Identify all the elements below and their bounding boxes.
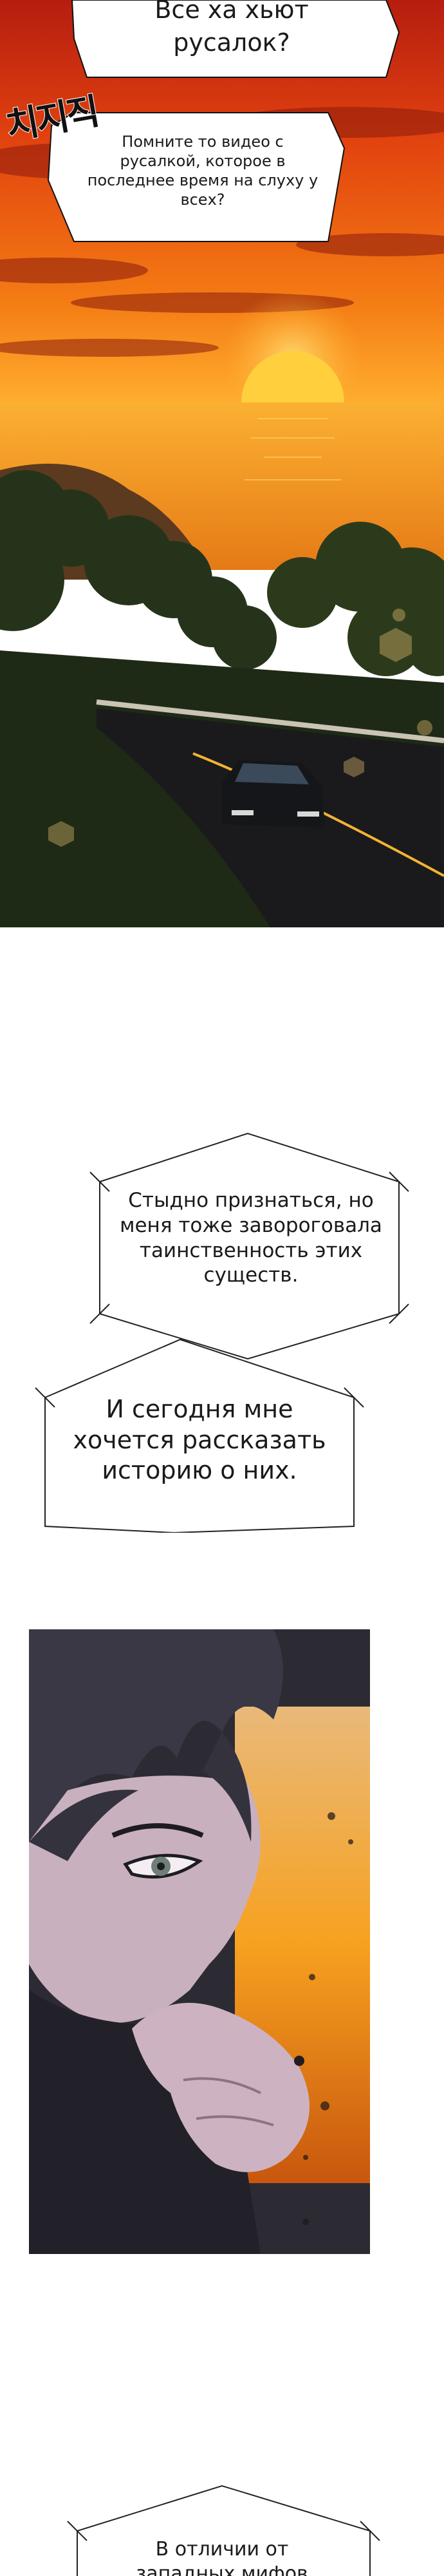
- bottom-bubble-text: В отличии от западных мифов: [136, 2538, 308, 2576]
- eyebrow: [111, 1823, 204, 1838]
- bubble-two-text: И сегодня мне хочется рассказать историю…: [73, 1395, 326, 1484]
- narration-bubbles: [35, 1132, 409, 1533]
- bubble-one-text: Стыдно признаться, но меня тоже заворого…: [120, 1189, 382, 1287]
- narration-panel: Стыдно признаться, но меня тоже заворого…: [0, 1121, 444, 1533]
- sea-reflection: [245, 418, 341, 480]
- hair: [29, 1629, 283, 1842]
- middle-bubble-text: Помните то видео с русалкой, которое в п…: [87, 133, 319, 209]
- middle-bubble-shape: [47, 112, 346, 242]
- guard-rail: [96, 699, 444, 743]
- thinking-man-art: [29, 1629, 370, 2254]
- trees-right: [267, 522, 444, 676]
- car: [222, 760, 325, 828]
- bubble-two-shape: [44, 1338, 355, 1533]
- bottom-bubble-shape: [67, 2485, 380, 2576]
- bottom-bubble-panel: В отличии от западных мифов: [0, 2473, 444, 2576]
- bokeh: [48, 609, 432, 847]
- sunset-scene: [0, 0, 444, 927]
- thinking-man-panel: [29, 1629, 370, 2254]
- sunset-road-panel: Все ха хьют русалок? 치지직 Помните то виде…: [0, 0, 444, 927]
- trees-left: [0, 470, 277, 670]
- sun: [241, 351, 344, 402]
- top-bubble-shape: [71, 0, 400, 78]
- face: [29, 1776, 261, 2023]
- hand: [132, 2003, 310, 2172]
- top-bubble-text: Все ха хьют русалок?: [154, 0, 309, 57]
